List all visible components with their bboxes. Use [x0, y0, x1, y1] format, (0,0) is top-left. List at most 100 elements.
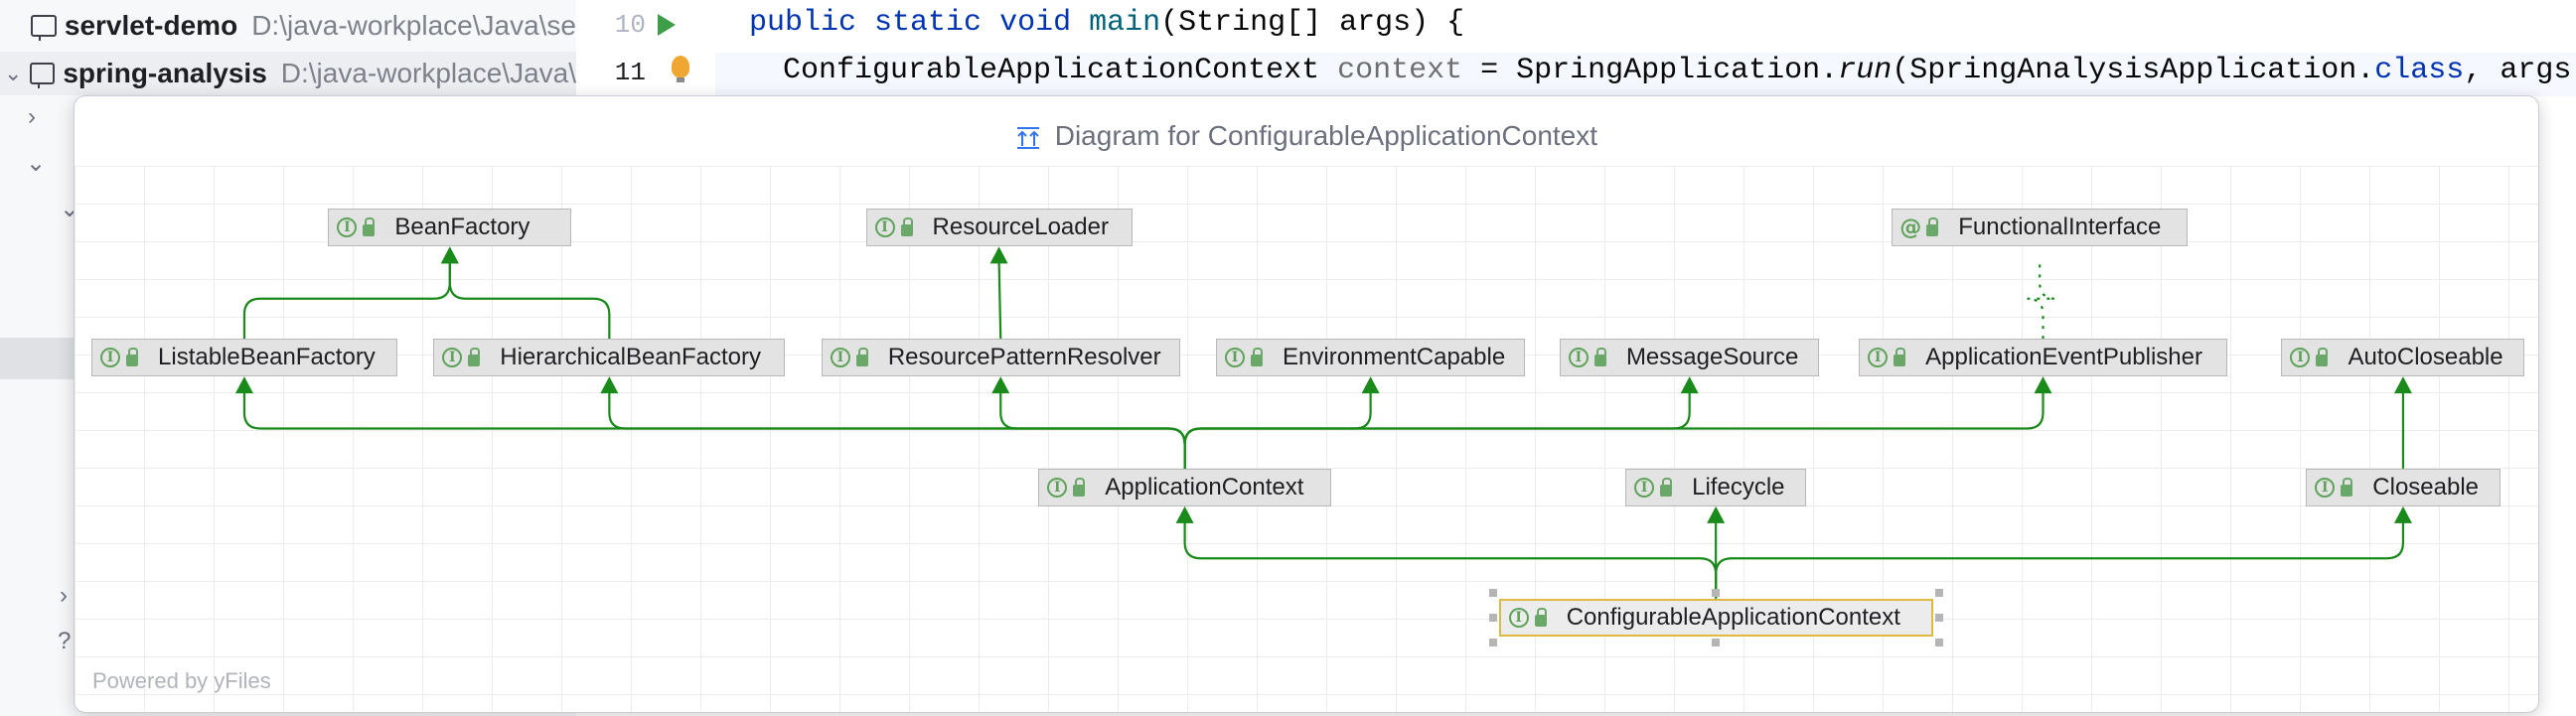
- interface-icon: I: [1568, 348, 1589, 368]
- tree-item-servlet-demo[interactable]: servlet-demo D:\java-workplace\Java\se: [0, 4, 576, 48]
- node-label: EnvironmentCapable: [1283, 344, 1506, 371]
- interface-icon: I: [1047, 477, 1068, 498]
- lock-icon: [1251, 348, 1264, 367]
- interface-icon: I: [442, 348, 463, 368]
- lock-icon: [855, 348, 868, 367]
- inheritance-edge: [1715, 519, 2405, 599]
- resize-handle[interactable]: [1488, 613, 1497, 622]
- powered-by-label: Powered by yFiles: [92, 668, 271, 693]
- line-number: 11: [614, 58, 646, 87]
- lightbulb-icon[interactable]: [672, 56, 689, 82]
- resize-handle[interactable]: [1712, 588, 1721, 597]
- node-label: BeanFactory: [394, 214, 530, 241]
- resize-handle[interactable]: [1488, 588, 1497, 597]
- node-label: ApplicationEventPublisher: [1925, 344, 2202, 371]
- diagram-node[interactable]: @ FunctionalInterface: [1892, 209, 2189, 247]
- arrowhead: [2393, 505, 2412, 523]
- code-line[interactable]: public static void main(String[] args) {: [749, 6, 1464, 40]
- line-number: 10: [614, 10, 646, 40]
- diagram-popup[interactable]: Diagram for ConfigurableApplicationConte…: [74, 95, 2539, 713]
- chevron-right-icon[interactable]: ›: [60, 582, 68, 609]
- lock-icon: [1926, 217, 1939, 237]
- node-label: AutoCloseable: [2348, 344, 2503, 371]
- inheritance-edge: [1183, 390, 2045, 469]
- code-token: ConfigurableApplicationContext: [783, 54, 1338, 87]
- arrowhead: [2034, 376, 2052, 394]
- node-label: ResourceLoader: [932, 214, 1109, 241]
- resize-handle[interactable]: [1712, 638, 1721, 646]
- lock-icon: [900, 217, 913, 237]
- lock-icon: [1894, 348, 1906, 367]
- node-label: ApplicationContext: [1105, 473, 1304, 501]
- arrowhead: [234, 376, 253, 394]
- interface-icon: I: [874, 217, 895, 238]
- chevron-down-icon[interactable]: ⌄: [26, 150, 47, 177]
- resize-handle[interactable]: [1488, 638, 1497, 646]
- lock-icon: [363, 217, 376, 237]
- lock-icon: [1593, 348, 1606, 367]
- diagram-node[interactable]: I AutoCloseable: [2281, 339, 2525, 377]
- interface-icon: I: [2290, 348, 2311, 368]
- lock-icon: [468, 348, 481, 367]
- arrowhead: [1175, 505, 1194, 523]
- chevron-right-icon[interactable]: ›: [28, 103, 36, 130]
- annotation-edge: [2027, 260, 2056, 340]
- diagram-node[interactable]: I ConfigurableApplicationContext: [1498, 598, 1933, 637]
- interface-icon: I: [1634, 477, 1655, 498]
- code-token: class: [2374, 54, 2465, 87]
- inheritance-edge: [448, 260, 611, 340]
- diagram-canvas[interactable]: [75, 166, 2538, 712]
- interface-icon: I: [100, 348, 121, 368]
- arrowhead: [1707, 505, 1726, 523]
- lock-icon: [1534, 607, 1547, 627]
- module-path: D:\java-workplace\Java\: [280, 58, 576, 88]
- run-icon[interactable]: [658, 14, 676, 36]
- annotation-icon: @: [1899, 215, 1922, 240]
- arrowhead: [1361, 376, 1380, 394]
- code-token: = SpringApplication.: [1462, 54, 1839, 87]
- interface-icon: I: [1508, 607, 1529, 628]
- help-icon[interactable]: ?: [58, 628, 72, 654]
- chevron-down-icon[interactable]: ⌄: [3, 61, 23, 85]
- inheritance-edge: [999, 390, 1186, 469]
- hierarchy-icon: [1016, 126, 1039, 149]
- tree-item-spring-analysis[interactable]: ⌄ spring-analysis D:\java-workplace\Java…: [0, 52, 576, 95]
- interface-icon: I: [1225, 348, 1246, 368]
- code-token: main: [1089, 6, 1161, 40]
- lock-icon: [126, 348, 139, 367]
- resize-handle[interactable]: [1934, 588, 1943, 597]
- arrowhead: [1680, 376, 1699, 394]
- inheritance-edge: [997, 260, 1002, 340]
- node-label: FunctionalInterface: [1958, 214, 2162, 241]
- code-token: , args);: [2464, 54, 2576, 87]
- popup-title: Diagram for ConfigurableApplicationConte…: [75, 120, 2538, 152]
- resize-handle[interactable]: [1934, 638, 1943, 646]
- node-label: ConfigurableApplicationContext: [1566, 603, 1900, 631]
- selected-tree-row[interactable]: [0, 338, 77, 379]
- inheritance-edge: [242, 260, 451, 340]
- inheritance-edge: [1183, 519, 1718, 599]
- resize-handle[interactable]: [1934, 613, 1943, 622]
- lock-icon: [1073, 477, 1086, 497]
- lock-icon: [2341, 477, 2353, 497]
- lock-icon: [1660, 477, 1673, 497]
- diagram-node[interactable]: I ResourceLoader: [865, 209, 1133, 247]
- lock-icon: [2316, 348, 2329, 367]
- diagram-node[interactable]: I ApplicationContext: [1038, 468, 1331, 506]
- node-label: ResourcePatternResolver: [887, 344, 1161, 371]
- code-token: (String[] args) {: [1160, 6, 1465, 40]
- diagram-node[interactable]: I EnvironmentCapable: [1216, 339, 1526, 377]
- arrowhead: [989, 246, 1008, 264]
- module-folder-icon: [30, 63, 56, 88]
- module-name: servlet-demo: [64, 10, 238, 41]
- arrowhead: [991, 376, 1010, 394]
- code-line[interactable]: ConfigurableApplicationContext context =…: [783, 54, 2576, 87]
